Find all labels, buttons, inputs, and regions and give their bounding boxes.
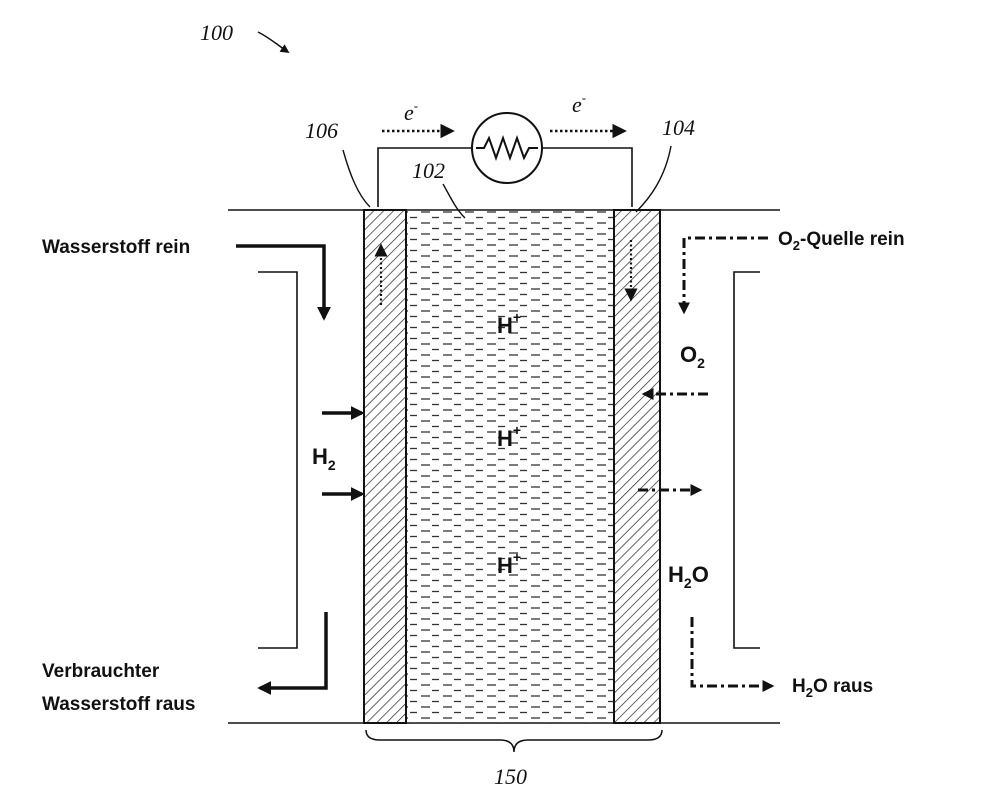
- ref-102: 102: [412, 158, 445, 183]
- anode-channel-wall: [258, 272, 297, 648]
- stack-brace: [366, 730, 662, 752]
- water-out-label: H2O raus: [792, 676, 873, 700]
- ref-100: 100: [200, 20, 233, 45]
- electron-label-right: e-: [572, 90, 586, 117]
- ref-106-leader: [343, 150, 370, 207]
- spent-hydrogen-label-line1: Verbrauchter: [42, 661, 160, 682]
- h2-label: H2: [312, 444, 336, 473]
- electron-label-left: e-: [404, 98, 418, 125]
- resistor-icon: [472, 113, 542, 183]
- water-out-arrow-icon: [692, 617, 772, 686]
- electrolyte: [406, 210, 614, 723]
- ref-150: 150: [494, 764, 527, 789]
- h2o-label: H2O: [668, 562, 709, 591]
- o2-in-arrow-icon: [684, 238, 768, 312]
- hydrogen-in-label: Wasserstoff rein: [42, 237, 190, 258]
- spent-hydrogen-arrow-icon: [260, 612, 326, 688]
- ref-104: 104: [662, 115, 695, 140]
- hydrogen-in-arrow-icon: [236, 246, 324, 318]
- o2-source-in-label: O2-Quelle rein: [778, 229, 905, 253]
- spent-hydrogen-label-line2: Wasserstoff raus: [42, 694, 195, 715]
- anode-electrode: [364, 210, 406, 723]
- o2-label: O2: [680, 342, 705, 371]
- ref-104-leader: [636, 146, 671, 212]
- ref-100-leader: [258, 32, 288, 52]
- ref-106: 106: [305, 118, 338, 143]
- cathode-electrode: [614, 210, 660, 723]
- cathode-channel-wall: [734, 272, 760, 648]
